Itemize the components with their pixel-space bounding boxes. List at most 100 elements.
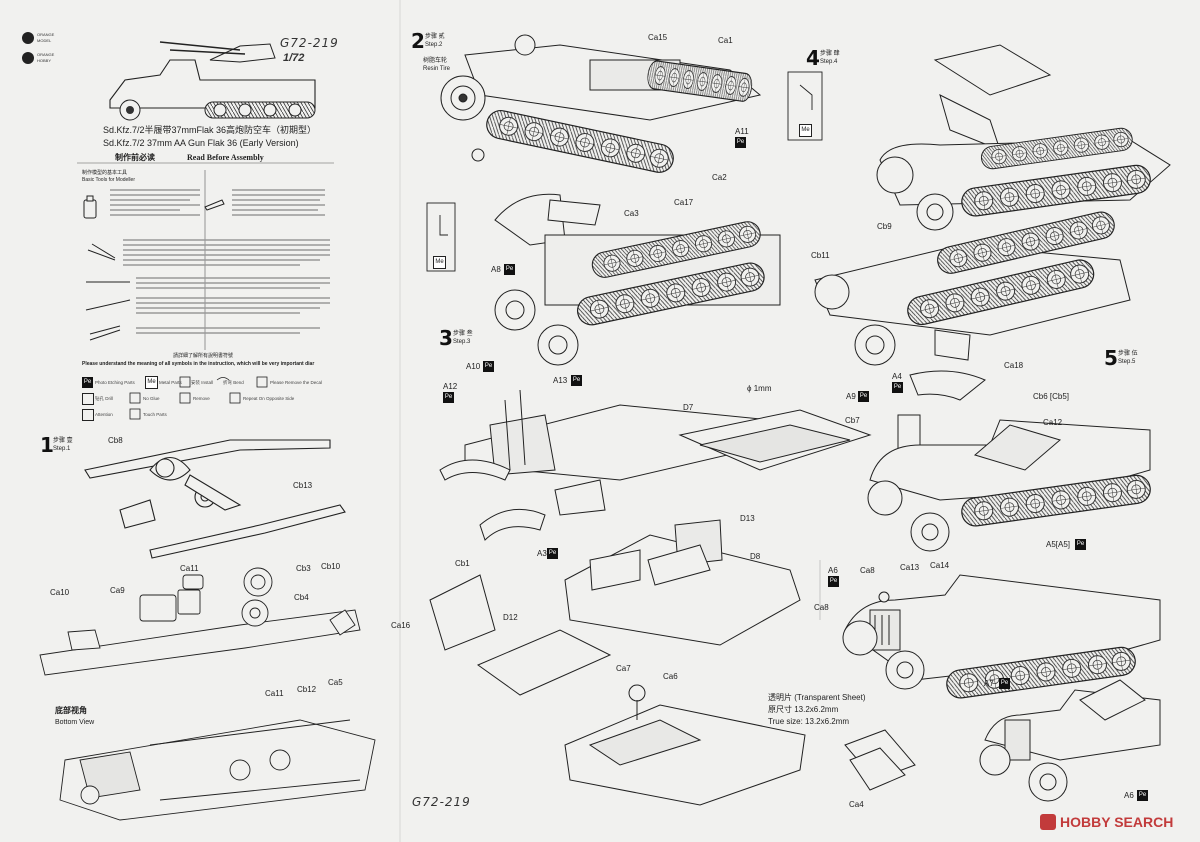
brand-text-line1: ORANGE bbox=[37, 32, 55, 37]
tools-cn: 制作模型的基本工具 bbox=[82, 170, 128, 176]
part-label: D7 bbox=[683, 403, 694, 412]
me-badge: Me bbox=[145, 376, 158, 389]
legend-drill-text: 钻孔 Drill bbox=[95, 396, 113, 401]
part-label: A8 bbox=[491, 265, 501, 274]
watermark-text: HOBBY SEARCH bbox=[1060, 814, 1174, 830]
symbols-note-cn: 請詳細了解所有說明書符號 bbox=[173, 353, 234, 359]
legend-remove-text: Remove bbox=[193, 396, 210, 401]
pe-badge: Pe bbox=[547, 548, 558, 559]
me-badge: Me bbox=[433, 256, 446, 269]
part-label: A9 bbox=[846, 392, 856, 401]
pe-badge: Pe bbox=[504, 264, 515, 275]
legend-attention-text: Attention bbox=[95, 412, 113, 417]
legend-noglue-text: No Glue bbox=[143, 396, 160, 401]
legend-me-text: Metal Parts bbox=[159, 380, 182, 385]
me-badge: Me bbox=[799, 124, 812, 137]
bottom-view-cn: 底部视角 bbox=[55, 706, 87, 715]
tools-en: Basic Tools for Modeller bbox=[82, 177, 135, 183]
part-label: Cb7 bbox=[845, 416, 860, 425]
transparent-sheet-size-en: True size: 13.2x6.2mm bbox=[768, 717, 850, 726]
drill-icon bbox=[82, 393, 94, 405]
legend-nodecal-text: Please Remove the Decal bbox=[270, 380, 323, 385]
legend-repeat-text: Repeat On Opposite Side bbox=[243, 396, 295, 401]
part-label: D13 bbox=[740, 514, 755, 523]
pe-badge: Pe bbox=[828, 576, 839, 587]
part-label: Cb3 bbox=[296, 564, 311, 573]
part-label: Cb13 bbox=[293, 481, 313, 490]
part-label: Cb11 bbox=[811, 251, 830, 260]
brand-text-line2: MODEL bbox=[37, 38, 52, 43]
resin-tire-cn: 树脂车轮 bbox=[423, 58, 448, 64]
part-label: A12 bbox=[443, 382, 458, 391]
part-label: A11 bbox=[735, 127, 749, 136]
pe-badge: Pe bbox=[1075, 539, 1086, 550]
pe-badge: Pe bbox=[443, 392, 454, 403]
part-label: Ca2 bbox=[712, 173, 727, 182]
pe-badge: Pe bbox=[1137, 790, 1148, 801]
part-label: Ca9 bbox=[110, 586, 125, 595]
part-label: A3 bbox=[537, 549, 547, 558]
part-label: A7 bbox=[984, 679, 994, 688]
part-label: Ca6 bbox=[663, 672, 678, 681]
attention-icon bbox=[82, 409, 94, 421]
bottom-view-en: Bottom View bbox=[55, 719, 95, 726]
part-label: Ca7 bbox=[616, 664, 631, 673]
brand-text-line4: HOBBY bbox=[37, 58, 52, 63]
brand-circle-icon bbox=[22, 52, 34, 64]
pe-badge: Pe bbox=[82, 377, 93, 388]
part-label: Cb9 bbox=[877, 222, 892, 231]
part-label: A4 bbox=[892, 372, 902, 381]
part-label: A13 bbox=[553, 376, 568, 385]
part-label: D8 bbox=[750, 552, 761, 561]
part-label: D12 bbox=[503, 613, 518, 622]
hobby-search-logo-icon bbox=[1040, 814, 1056, 830]
resin-tire-en: Resin Tire bbox=[423, 66, 451, 72]
part-label: Cb1 bbox=[455, 559, 470, 568]
part-label: Ca1 bbox=[718, 36, 733, 45]
part-label: A10 bbox=[466, 362, 481, 371]
part-label: Ca8 bbox=[814, 603, 829, 612]
hobby-search-watermark: HOBBY SEARCH bbox=[1040, 811, 1190, 833]
part-label: Ca17 bbox=[674, 198, 694, 207]
brand-text-line3: ORANGE bbox=[37, 52, 55, 57]
pe-badge: Pe bbox=[735, 137, 746, 148]
symbols-note: Please understand the meaning of all sym… bbox=[82, 361, 315, 367]
read-before-cn: 制作前必读 bbox=[115, 153, 155, 162]
part-label: Ca15 bbox=[648, 33, 668, 42]
sheet-code-bottom: G72-219 bbox=[412, 795, 471, 809]
transparent-sheet-size-cn: 原尺寸 13.2x6.2mm bbox=[768, 705, 839, 714]
brand-circle-icon bbox=[22, 32, 34, 44]
part-label: Cb8 bbox=[108, 436, 123, 445]
part-label: Cb10 bbox=[321, 562, 341, 571]
part-label: A5[A5] bbox=[1046, 540, 1071, 549]
part-label: Ca14 bbox=[930, 561, 950, 570]
part-label: Ca18 bbox=[1004, 361, 1024, 370]
diameter-label: ϕ 1mm bbox=[747, 384, 772, 393]
title-en: Sd.Kfz.7/2 37mm AA Gun Flak 36 (Early Ve… bbox=[103, 138, 299, 148]
part-label: Cb12 bbox=[297, 685, 317, 694]
part-label: Ca5 bbox=[328, 678, 343, 687]
transparent-sheet-title: 透明片 (Transparent Sheet) bbox=[768, 693, 866, 702]
legend-pe-text: Photo Etching Parts bbox=[95, 380, 135, 385]
brand-logo: ORANGE MODEL ORANGE HOBBY bbox=[22, 30, 72, 74]
read-before-assembly-box: 制作前必读 Read Before Assembly 制作模型的基本工具 Bas… bbox=[77, 148, 334, 426]
part-label: Ca11 bbox=[265, 689, 284, 698]
part-label: Cb6 [Cb5] bbox=[1033, 392, 1070, 401]
pe-badge: Pe bbox=[892, 382, 903, 393]
part-label: Ca16 bbox=[391, 621, 411, 630]
part-label: Ca8 bbox=[860, 566, 875, 575]
part-label: Ca3 bbox=[624, 209, 639, 218]
legend-touch-text: Touch Parts bbox=[143, 412, 167, 417]
part-label: Ca10 bbox=[50, 588, 70, 597]
part-label: Cb4 bbox=[294, 593, 309, 602]
scale-label: 1/72 bbox=[283, 52, 305, 64]
pe-badge: Pe bbox=[483, 361, 494, 372]
part-label: Ca11 bbox=[180, 564, 199, 573]
part-label: Ca4 bbox=[849, 800, 864, 809]
part-label: Ca12 bbox=[1043, 418, 1063, 427]
part-label: Ca13 bbox=[900, 563, 920, 572]
part-label: A6 bbox=[1124, 791, 1134, 800]
title-cn: Sd.Kfz.7/2半履带37mmFlak 36高炮防空车（初期型） bbox=[103, 125, 317, 135]
